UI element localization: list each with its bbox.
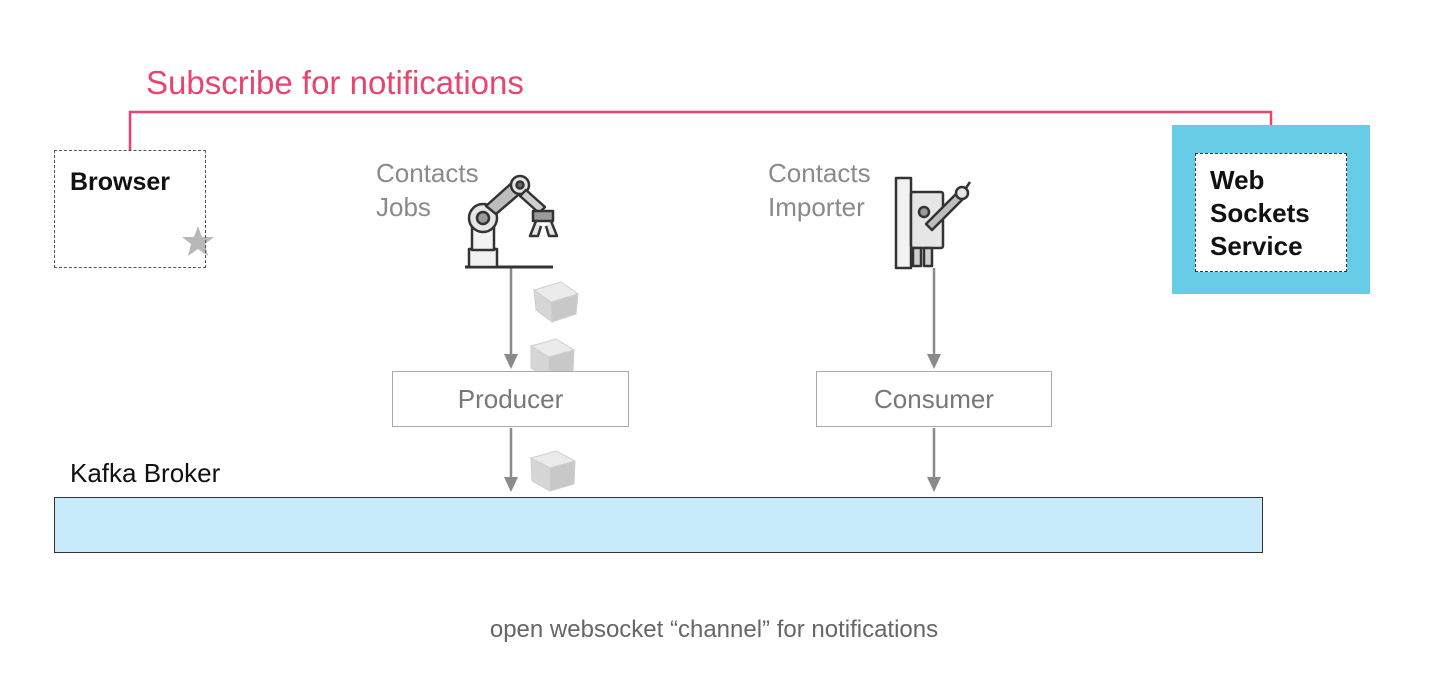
importer-label-line2: Importer — [768, 192, 865, 222]
jobs-label-line2: Jobs — [376, 192, 431, 222]
jobs-to-producer-arrowhead — [504, 354, 518, 369]
subscribe-connector — [128, 110, 1273, 150]
importer-label-line1: Contacts — [768, 158, 871, 188]
ws-service-label: Web Sockets Service — [1210, 164, 1340, 263]
importer-to-consumer-arrowhead — [927, 354, 941, 369]
jobs-label-line1: Contacts — [376, 158, 479, 188]
importer-label: Contacts Importer — [768, 156, 871, 224]
star-icon — [182, 226, 214, 256]
robot-arm-wall-icon — [894, 176, 972, 270]
robot-arm-icon — [465, 174, 559, 269]
ws-service-node — [1195, 153, 1347, 272]
browser-label: Browser — [70, 168, 171, 196]
kafka-broker-bar — [54, 497, 1263, 553]
kafka-label: Kafka Broker — [70, 458, 221, 488]
figure-caption: open websocket “channel” for notificatio… — [489, 616, 939, 643]
jobs-label: Contacts Jobs — [376, 156, 479, 224]
ws-service-label-line2: Sockets — [1210, 198, 1310, 228]
producer-label: Producer — [457, 383, 564, 414]
producer-box: Producer — [392, 371, 629, 427]
consumer-to-kafka-arrowhead — [927, 477, 941, 492]
cube-icon — [532, 281, 580, 324]
ws-service-label-line3: Service — [1210, 231, 1303, 261]
producer-to-kafka-arrowhead — [504, 477, 518, 492]
subscribe-label: Subscribe for notifications — [146, 64, 524, 101]
consumer-label: Consumer — [874, 383, 994, 414]
browser-node — [54, 150, 206, 268]
ws-service-label-line1: Web — [1210, 165, 1265, 195]
cube-icon — [529, 450, 577, 492]
consumer-box: Consumer — [816, 371, 1052, 427]
